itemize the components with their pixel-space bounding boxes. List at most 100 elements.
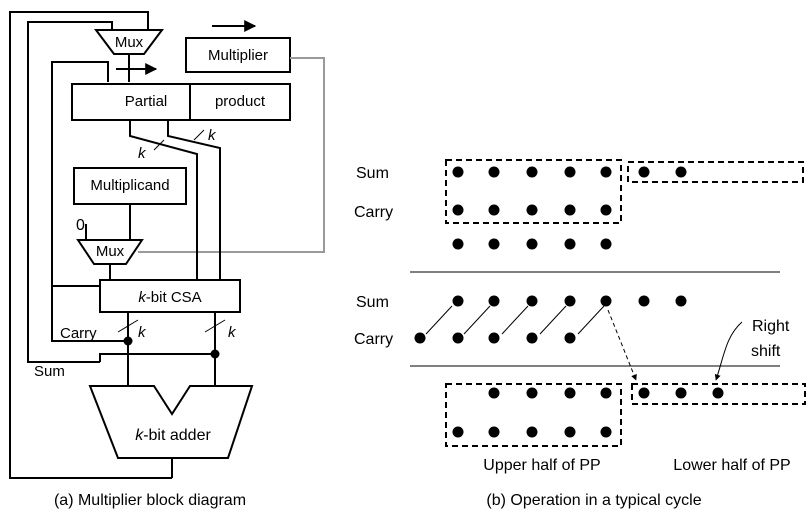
- upper-dashed-box-bottom: [445, 383, 622, 447]
- shift-line-1: [425, 305, 453, 335]
- bit-dot: [564, 295, 576, 307]
- product-register: [189, 83, 291, 121]
- bit-dot: [414, 332, 426, 344]
- bit-dot: [564, 387, 576, 399]
- carry-feedback-wire: [51, 286, 128, 342]
- bit-dot: [564, 166, 576, 178]
- bit-dot: [675, 166, 687, 178]
- bit-dot: [600, 166, 612, 178]
- bit-dot: [488, 426, 500, 438]
- adder-block: [88, 385, 254, 459]
- lower-dashed-box-top: [627, 161, 804, 183]
- outer-loop-wire: [9, 11, 172, 479]
- bit-dot: [564, 332, 576, 344]
- multiplier-label: Multiplier: [208, 47, 268, 64]
- block-diagram: Mux Multiplier Partial product k k Multi…: [9, 11, 325, 509]
- right-shift-label-1: Right: [752, 318, 790, 335]
- bit-dot: [526, 332, 538, 344]
- carry-row-label-top: Carry: [354, 204, 393, 221]
- bit-dot: [600, 295, 612, 307]
- bit-dots: [414, 166, 724, 438]
- bit-dot: [452, 204, 464, 216]
- bit-dot: [452, 295, 464, 307]
- k-label-4: k: [228, 324, 237, 341]
- upper-half-label: Upper half of PP: [483, 457, 600, 474]
- bit-dot: [452, 426, 464, 438]
- bit-dot: [564, 426, 576, 438]
- bit-dot: [600, 204, 612, 216]
- multiplier-select-wire: [138, 57, 325, 253]
- multiplicand-register: [73, 167, 187, 205]
- right-shift-label-2: shift: [751, 343, 781, 360]
- k-label-2: k: [208, 127, 217, 144]
- right-shift-arrow: [714, 321, 743, 381]
- bit-dot: [638, 295, 650, 307]
- bit-dot: [675, 387, 687, 399]
- bit-dot: [488, 204, 500, 216]
- bit-dot: [675, 295, 687, 307]
- mux-bottom-label: Mux: [96, 243, 125, 260]
- shift-out-arrow: [607, 309, 637, 381]
- mux-top: [94, 29, 164, 55]
- shift-line-4: [539, 305, 567, 335]
- bit-dot: [526, 238, 538, 250]
- multiplicand-label: Multiplicand: [90, 177, 169, 194]
- bit-dot: [600, 238, 612, 250]
- k-slash-4: [204, 319, 226, 333]
- partial-bus-2: [167, 120, 221, 280]
- csa-block: [99, 279, 241, 313]
- k-slash-1: [153, 139, 165, 151]
- partial-label: Partial: [125, 93, 168, 110]
- bit-dot: [488, 238, 500, 250]
- shift-line-3: [501, 305, 529, 335]
- k-slash-3: [117, 319, 139, 333]
- mux-top-label: Mux: [115, 34, 144, 51]
- bit-dot: [526, 295, 538, 307]
- upper-dashed-box-top: [445, 159, 622, 224]
- bit-dot: [526, 426, 538, 438]
- bit-dot: [452, 166, 464, 178]
- sum-row-label-mid: Sum: [356, 294, 389, 311]
- caption-a: (a) Multiplier block diagram: [54, 492, 246, 509]
- csa-label: k-bit CSA: [138, 289, 201, 306]
- product-label: product: [215, 93, 266, 110]
- k-label-1: k: [138, 145, 147, 162]
- bit-dot: [712, 387, 724, 399]
- lower-dashed-box-bottom: [631, 383, 806, 405]
- bit-dot: [600, 426, 612, 438]
- sum-label: Sum: [34, 363, 65, 380]
- bit-dot: [638, 166, 650, 178]
- multiplier-register: [185, 37, 291, 73]
- bit-dot: [488, 295, 500, 307]
- zero-input-label: 0: [76, 217, 85, 234]
- bit-dot: [488, 332, 500, 344]
- bit-dot: [452, 332, 464, 344]
- bit-dot: [638, 387, 650, 399]
- bit-dot: [488, 166, 500, 178]
- k-slash-2: [193, 129, 205, 141]
- bit-dot: [526, 166, 538, 178]
- sum-feedback-wire: [27, 21, 113, 363]
- carry-row-label-mid: Carry: [354, 331, 393, 348]
- carry-junction: [123, 336, 133, 346]
- bit-dot: [564, 204, 576, 216]
- lower-half-label: Lower half of PP: [673, 457, 790, 474]
- operation-cycle: Sum Carry Sum Carry Right shift Upper ha…: [354, 159, 806, 509]
- bit-dot: [564, 238, 576, 250]
- sum-row-label-top: Sum: [356, 165, 389, 182]
- csa-feedback-wire: [51, 61, 109, 287]
- bit-dot: [452, 238, 464, 250]
- adder-label: k-bit adder: [135, 427, 211, 444]
- sum-feedback-branch: [99, 353, 215, 362]
- bit-dot: [526, 387, 538, 399]
- bit-dot: [600, 387, 612, 399]
- partial-bus-1: [129, 120, 198, 280]
- shift-line-2: [463, 305, 491, 335]
- caption-b: (b) Operation in a typical cycle: [486, 492, 701, 509]
- carry-label: Carry: [60, 325, 97, 342]
- sum-junction: [210, 349, 220, 359]
- bit-dot: [488, 387, 500, 399]
- shift-line-5: [577, 305, 605, 335]
- bit-dot: [526, 204, 538, 216]
